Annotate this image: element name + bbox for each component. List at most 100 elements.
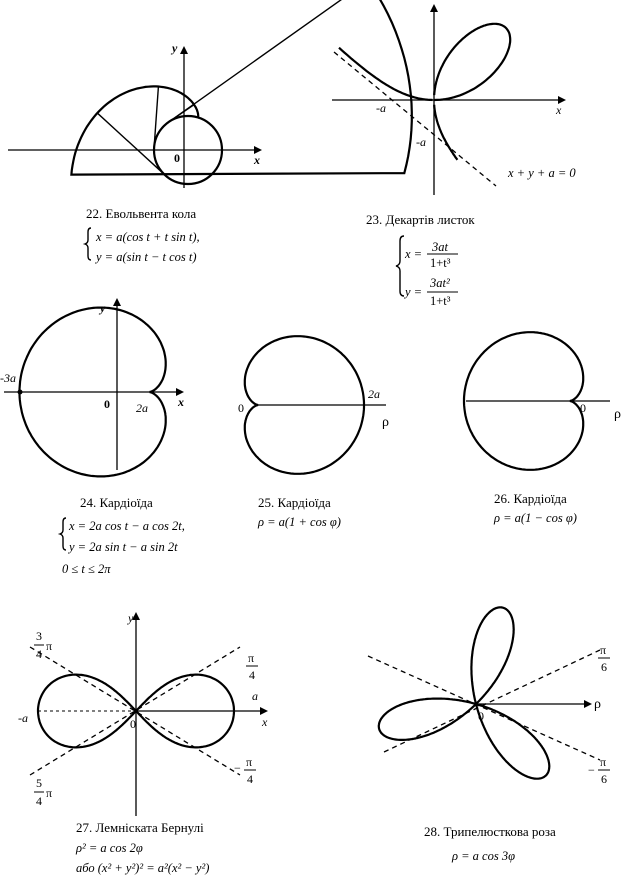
equation-24-x: x = 2a cos t − a cos 2t,: [68, 519, 185, 533]
figure-28-rose: 0 ρ π 6 − π 6 28. Трипелюсткова роза ρ =…: [367, 606, 610, 863]
three-quarter-pi-27: π: [46, 639, 52, 653]
pi4-den-27: 4: [249, 668, 255, 682]
origin-label-22: 0: [174, 151, 180, 165]
neg-pi6-num-28: π: [600, 755, 606, 769]
polar-axis-arrow-28: [584, 700, 592, 708]
caption-23: 23. Декартів листок: [366, 212, 475, 227]
equation-28: ρ = a cos 3φ: [451, 849, 515, 863]
y-axis-arrow-24: [113, 298, 121, 306]
tangent-segments-22: [96, 0, 342, 176]
caption-28: 28. Трипелюсткова роза: [424, 824, 556, 839]
system-brace-23: [395, 235, 405, 297]
neg-a-y-label-23: -a: [416, 135, 426, 149]
asymptote-pi4-27: [29, 646, 241, 776]
folium-curve-23: [338, 22, 512, 161]
asymptote-equation-23: x + y + a = 0: [507, 166, 576, 180]
neg-pi6-den-28: 6: [601, 772, 607, 786]
caption-22: 22. Евольвента кола: [86, 206, 196, 221]
rho-label-26: ρ: [614, 407, 621, 422]
x-numerator-23: 3at: [431, 240, 449, 254]
pi6-den-28: 6: [601, 660, 607, 674]
x-label-27: x: [261, 715, 268, 729]
pi4-num-27: π: [248, 651, 254, 665]
figure-25-cardioid: 0 2a ρ 25. Кардіоїда ρ = a(1 + cos φ): [238, 335, 389, 529]
neg-pi6-sign-28: −: [588, 763, 595, 777]
range-24: 0 ≤ t ≤ 2π: [62, 562, 111, 576]
a-label-27: a: [252, 689, 258, 703]
x-axis-arrow-27: [260, 707, 268, 715]
two-a-label-25: 2a: [368, 387, 380, 401]
rho-label-25: ρ: [382, 415, 389, 430]
origin-label-27: 0: [130, 717, 136, 731]
y-label-22: y: [170, 41, 178, 55]
x-label-23: x: [555, 103, 562, 117]
x-axis-arrow-24: [176, 388, 184, 396]
equation-26: ρ = a(1 − cos φ): [493, 511, 577, 525]
caption-27: 27. Лемніската Бернулі: [76, 820, 204, 835]
five-quarter-pi-27: π: [46, 786, 52, 800]
asymptote-3pi4-27: [29, 646, 241, 776]
asymptote-neg-pi6-28: [367, 655, 601, 761]
system-brace-24: [57, 517, 67, 551]
neg3a-label-24: -3a: [0, 371, 16, 385]
origin-label-24: 0: [104, 397, 110, 411]
equation-27-polar: ρ² = a cos 2φ: [75, 841, 143, 855]
involute-curve-22: [70, 0, 413, 176]
zero-label-26: 0: [580, 401, 586, 415]
five-quarter-num-27: 5: [36, 776, 42, 790]
y-axis-arrow-23: [430, 4, 438, 12]
figure-22-involute: x y 0 22. Евольвента кола x = a(cos t + …: [8, 0, 413, 264]
y-denominator-23: 1+t³: [430, 294, 451, 308]
x-label-22: x: [253, 153, 260, 167]
equation-22-x: x = a(cos t + t sin t),: [95, 230, 200, 244]
equation-22-y: y = a(sin t − t cos t): [94, 250, 197, 264]
rho-label-28: ρ: [594, 697, 601, 712]
neg-pi4-sign-27: −: [234, 761, 241, 775]
rose-curve-28: [377, 606, 551, 780]
tangent-segment: [167, 0, 342, 123]
asymptote-pi6-28: [383, 649, 601, 753]
y-label-27: y: [127, 611, 134, 625]
system-brace-22: [82, 227, 92, 261]
cardioid-curve-26: [462, 331, 585, 471]
tangent-segment: [153, 86, 160, 148]
neg-a-x-label-23: -a: [376, 101, 386, 115]
zero-label-25: 0: [238, 401, 244, 415]
caption-26: 26. Кардіоїда: [494, 491, 567, 506]
y-label-24: y: [98, 301, 106, 315]
figure-26-cardioid: 0 ρ 26. Кардіоїда ρ = a(1 − cos φ): [462, 331, 621, 525]
x-denominator-23: 1+t³: [430, 256, 451, 270]
y-axis-arrow-22: [180, 46, 188, 54]
tangent-segment: [96, 112, 166, 176]
x-label-24: x: [177, 395, 184, 409]
neg-pi4-num-27: π: [246, 755, 252, 769]
two-a-label-24: 2a: [136, 401, 148, 415]
five-quarter-den-27: 4: [36, 794, 42, 808]
three-quarter-den-27: 4: [36, 647, 42, 661]
neg-pi4-den-27: 4: [247, 772, 253, 786]
caption-25: 25. Кардіоїда: [258, 495, 331, 510]
figure-27-lemniscate: y x a -a 0 3 4 π 5 4 π π 4 − π 4 27. Лем…: [18, 611, 268, 875]
y-numerator-23: 3at²: [429, 276, 450, 290]
lemniscate-curve-27: [36, 673, 236, 749]
x-eq-prefix-23: x =: [404, 247, 422, 261]
figure-23-folium: x -a -a x + y + a = 0 23. Декартів листо…: [332, 4, 576, 308]
equation-24-y: y = 2a sin t − a sin 2t: [67, 540, 178, 554]
point-neg3a-24: [17, 389, 23, 395]
asymptote-line-23: [333, 51, 497, 187]
base-circle-22: [152, 114, 224, 186]
three-quarter-num-27: 3: [36, 629, 42, 643]
x-axis-arrow-23: [558, 96, 566, 104]
pi6-num-28: π: [600, 643, 606, 657]
neg-a-label-27: -a: [18, 711, 28, 725]
y-eq-prefix-23: y =: [403, 285, 422, 299]
y-axis-arrow-27: [132, 612, 140, 620]
equation-27-cartesian: або (x² + y²)² = a²(x² − y²): [76, 861, 209, 875]
caption-24: 24. Кардіоїда: [80, 495, 153, 510]
zero-label-28: 0: [478, 709, 484, 723]
cardioid-curve-25: [243, 335, 366, 475]
x-axis-arrow-22: [254, 146, 262, 154]
equation-25: ρ = a(1 + cos φ): [257, 515, 341, 529]
figure-24-cardioid: -3a 2a x y 0 24. Кардіоїда x = 2a cos t …: [0, 298, 185, 576]
